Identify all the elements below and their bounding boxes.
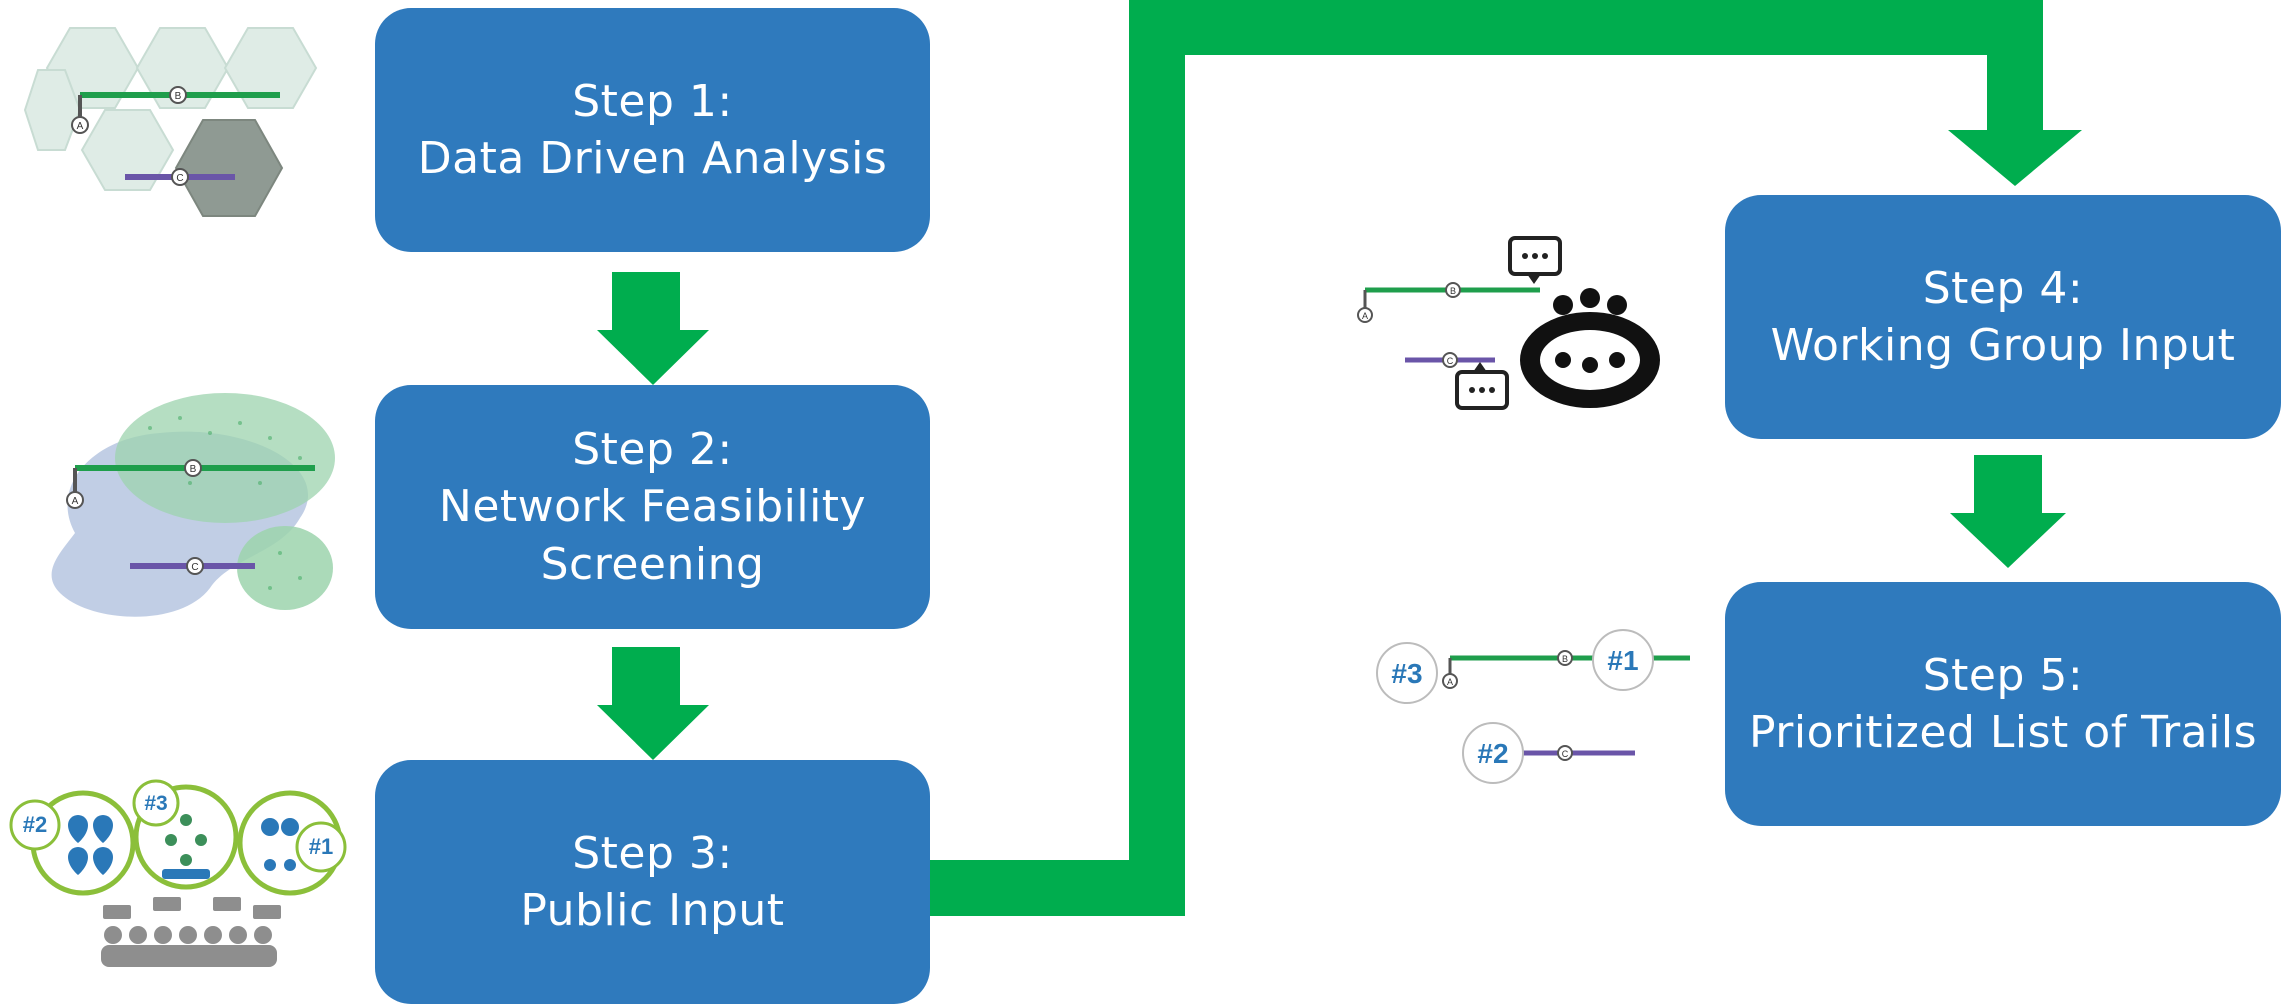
down-arrow-1-2 [597, 272, 709, 385]
step-3-box: Step 3: Public Input [375, 760, 930, 1004]
step-3-label: Public Input [520, 885, 785, 936]
step-5-title: Step 5: [1922, 649, 2084, 701]
node-c-label: C [1447, 356, 1454, 366]
step-5-box: Step 5: Prioritized List of Trails [1725, 582, 2281, 826]
step-4-label: Working Group Input [1770, 320, 2236, 371]
hexagon-grid-icon: A B C [20, 20, 340, 245]
rank-badge-1: #1 [295, 821, 347, 873]
ranked-trails-icon: A B C #3 #1 #2 [1365, 618, 1695, 798]
step-4-box: Step 4: Working Group Input [1725, 195, 2281, 439]
working-group-icon: A B C [1345, 220, 1680, 440]
node-b-label: B [190, 464, 197, 475]
down-arrow-2-3 [597, 647, 709, 760]
step-5-label: Prioritized List of Trails [1749, 707, 2257, 758]
svg-text:#2: #2 [1477, 738, 1508, 769]
step-2-title: Step 2: [572, 424, 733, 476]
meeting-table-icon [1520, 288, 1660, 408]
step-1-title: Step 1: [572, 75, 733, 127]
public-input-icon: #2 #3 #1 [8, 765, 358, 975]
svg-text:#3: #3 [144, 792, 167, 815]
down-arrow-4-5 [1950, 455, 2066, 568]
step-1-box: Step 1: Data Driven Analysis [375, 8, 930, 252]
speech-bubble-icon [1455, 362, 1509, 410]
elbow-connector-3-4 [928, 0, 2082, 916]
node-b-label: B [175, 91, 182, 102]
node-c-label: C [1562, 749, 1569, 759]
svg-text:#1: #1 [1607, 645, 1638, 676]
node-c-label: C [176, 173, 183, 184]
node-b-label: B [1562, 654, 1568, 664]
step-2-label-line-1: Network Feasibility [438, 481, 867, 533]
feasibility-map-icon: A B C [30, 388, 340, 633]
step-2-box: Step 2: Network Feasibility Screening [375, 385, 930, 629]
rank-badge-3: #3 [132, 779, 180, 827]
svg-text:#3: #3 [1391, 658, 1422, 689]
node-a-label: A [72, 496, 79, 507]
node-c-label: C [191, 562, 198, 573]
node-a-label: A [1447, 677, 1453, 687]
svg-text:#2: #2 [23, 812, 47, 837]
speech-bubble-icon [1508, 236, 1562, 284]
rank-badge-2: #2 [1462, 722, 1524, 784]
rank-badge-1: #1 [1592, 629, 1654, 691]
node-a-label: A [1362, 311, 1368, 321]
svg-text:#1: #1 [309, 834, 333, 859]
rank-badge-3: #3 [1376, 642, 1438, 704]
node-a-label: A [77, 121, 84, 132]
step-3-title: Step 3: [572, 827, 733, 879]
step-4-title: Step 4: [1922, 262, 2084, 314]
node-b-label: B [1450, 286, 1456, 296]
rank-badge-2: #2 [9, 799, 61, 851]
step-1-label: Data Driven Analysis [417, 133, 888, 184]
step-2-label-line-2: Screening [540, 538, 765, 590]
